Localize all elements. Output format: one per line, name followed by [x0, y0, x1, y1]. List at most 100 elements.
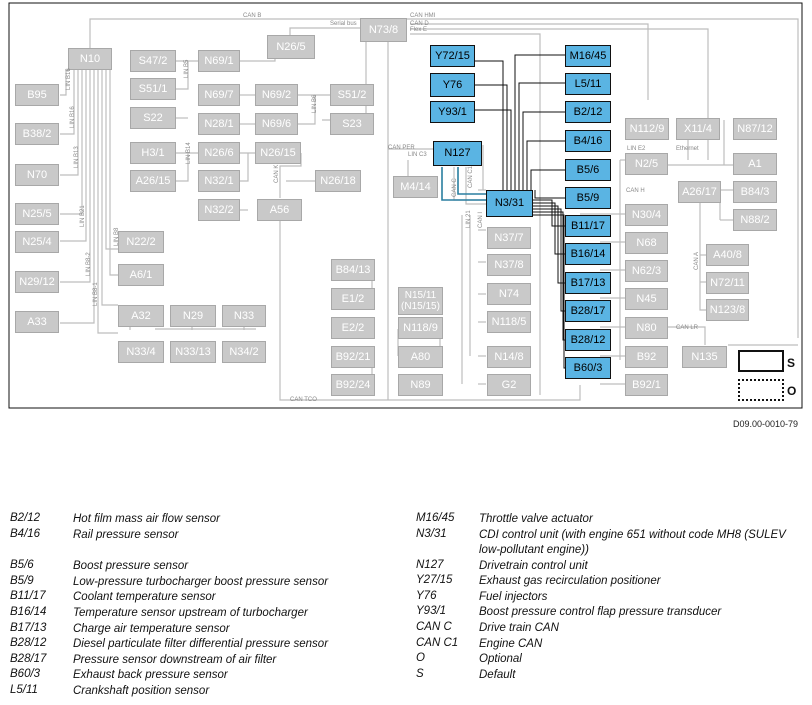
optional-key-box	[738, 379, 784, 401]
module-label: N14/8	[494, 350, 524, 363]
module-label: A1	[748, 157, 762, 170]
module-n69-6: N69/6	[255, 113, 298, 135]
module-l5-11: L5/11	[565, 73, 611, 95]
module-label: N3/31	[494, 197, 525, 209]
bus-label-lin-c3: LIN C3	[408, 152, 427, 158]
module-b84-13: B84/13	[331, 259, 375, 281]
module-n32-2: N32/2	[198, 199, 240, 221]
module-n135: N135	[682, 346, 727, 368]
legend-description: Temperature sensor upstream of turbochar…	[73, 606, 308, 619]
module-label: S23	[342, 117, 362, 130]
module-label: S51/2	[337, 88, 367, 101]
module-n34-2: N34/2	[222, 341, 266, 363]
default-key-letter: S	[787, 356, 796, 370]
bus-label-lin-b13: LIN B13	[74, 146, 80, 168]
legend-description: Charge air temperature sensor	[73, 622, 230, 635]
module-n37-7: N37/7	[487, 227, 531, 249]
module-label: A33	[27, 315, 47, 328]
module-label: N118/5	[491, 315, 527, 328]
legend-code: O	[416, 652, 425, 665]
legend-code: B5/6	[10, 559, 34, 572]
module-label: Y72/15	[435, 49, 470, 62]
module-n15-11-n15-15: N15/11 (N15/15)	[398, 287, 443, 315]
bus-label-can-c1: CAN C1	[468, 165, 474, 188]
module-label: X11/4	[684, 122, 712, 135]
legend-description: Exhaust back pressure sensor	[73, 669, 228, 682]
module-n33-13: N33/13	[170, 341, 216, 363]
module-label: B28/17	[570, 304, 606, 317]
module-b92-1: B92/1	[625, 374, 668, 396]
legend-description: Exhaust gas recirculation positioner	[479, 575, 661, 588]
module-b92-24: B92/24	[331, 374, 375, 396]
bus-label-can-c: CAN C	[452, 178, 458, 197]
legend-code: Y93/1	[416, 605, 447, 618]
legend-description: Pressure sensor downstream of air filter	[73, 653, 277, 666]
module-a56: A56	[257, 199, 302, 221]
module-label: B92/1	[632, 378, 661, 391]
module-h3-1: H3/1	[130, 142, 176, 164]
figure-reference: D09.00-0010-79	[733, 419, 799, 429]
module-label: N69/6	[261, 117, 292, 130]
module-b5-9: B5/9	[565, 187, 611, 209]
legend-description: Low-pressure turbocharger boost pressure…	[73, 575, 329, 588]
legend-description: Fuel injectors	[479, 590, 548, 603]
module-y93-1: Y93/1	[430, 101, 475, 123]
module-label: N33/13	[175, 345, 211, 358]
module-label: S22	[143, 111, 163, 124]
module-n89: N89	[398, 374, 443, 396]
module-label: N45	[636, 292, 657, 305]
module-m4-14: M4/14	[393, 176, 438, 198]
module-label: Y76	[442, 78, 463, 91]
legend-code: B4/16	[10, 527, 41, 540]
legend-description: Rail pressure sensor	[73, 528, 179, 541]
module-x11-4: X11/4	[676, 118, 720, 140]
module-b92: B92	[625, 346, 668, 368]
bus-label-lin-b8: LIN B8	[114, 227, 120, 246]
module-label: A6/1	[129, 268, 153, 281]
module-s51-1: S51/1	[130, 78, 176, 100]
module-b16-14: B16/14	[565, 243, 611, 265]
bus-label-can-lr: CAN LR	[676, 325, 699, 331]
legend-description: Default	[479, 668, 516, 681]
module-label: H3/1	[141, 146, 165, 159]
module-label: N30/4	[631, 208, 662, 221]
module-label: S47/2	[138, 54, 168, 67]
module-n25-5: N25/5	[15, 203, 59, 225]
legend-row: B17/13 Charge air temperature sensor	[10, 622, 410, 638]
module-label: A40/8	[713, 248, 742, 261]
module-n26-5: N26/5	[267, 35, 315, 59]
module-label: N29/12	[19, 275, 55, 288]
module-n37-8: N37/8	[487, 254, 531, 276]
module-label: N32/2	[204, 203, 234, 216]
legend-code: B17/13	[10, 621, 47, 634]
bus-label-ethernet: Ethernet	[676, 146, 699, 152]
module-label: N32/1	[204, 174, 234, 187]
module-label: N33	[233, 309, 255, 322]
legend-code: B28/12	[10, 637, 47, 650]
bus-label-can-per: CAN PER	[388, 145, 415, 151]
bus-label-can-b: CAN B	[243, 13, 262, 19]
module-label: N89	[410, 378, 431, 391]
module-n30-4: N30/4	[625, 204, 668, 226]
module-b60-3: B60/3	[565, 357, 611, 379]
module-b92-21: B92/21	[331, 346, 375, 368]
module-a80: A80	[398, 346, 443, 368]
bus-label-flex-e: Flex E	[410, 27, 428, 33]
module-a26-17: A26/17	[678, 181, 721, 203]
module-a26-15: A26/15	[130, 170, 176, 192]
legend-description: Drivetrain control unit	[479, 559, 588, 572]
module-a33: A33	[15, 311, 59, 333]
module-label: A26/17	[682, 185, 717, 198]
module-label: N10	[79, 52, 101, 65]
bus-label-lin-b8-1: LIN B8-1	[93, 282, 99, 306]
module-label: N72/11	[710, 276, 745, 289]
module-n10: N10	[68, 48, 112, 70]
module-n3-31: N3/31	[486, 190, 533, 217]
